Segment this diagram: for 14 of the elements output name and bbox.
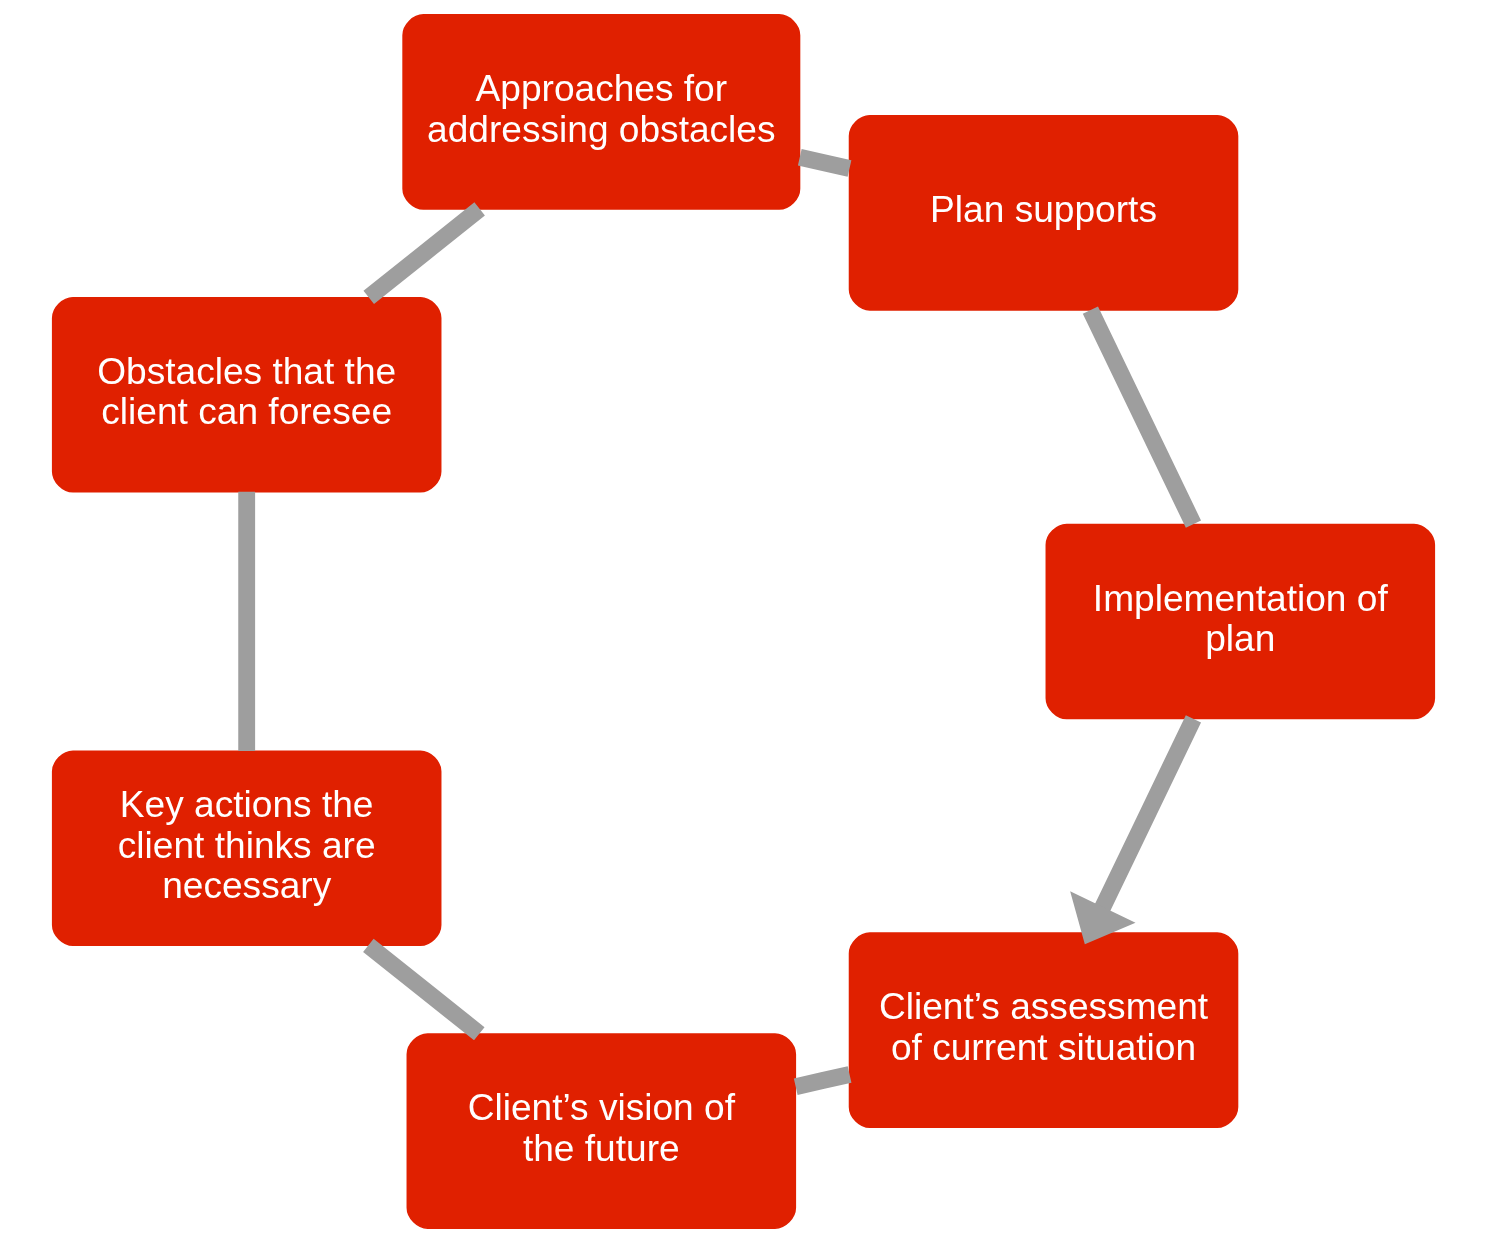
connector: [1082, 306, 1202, 528]
connector: [363, 938, 485, 1041]
connector: [238, 491, 256, 751]
arrow: [1070, 715, 1202, 945]
node-box: Plan supports: [848, 115, 1239, 311]
connector: [797, 149, 852, 177]
node-box: Implementation of plan: [1045, 523, 1436, 720]
node-box: Obstacles that the client can foresee: [51, 296, 442, 493]
node-box: Client’s vision of the future: [406, 1033, 797, 1229]
connector: [363, 202, 485, 304]
connector: [793, 1066, 852, 1095]
node-box: Key actions the client thinks are necessary: [51, 750, 442, 947]
node-box: Approaches for addressing obstacles: [402, 14, 801, 210]
node-box: Client’s assessment of current situation: [848, 932, 1239, 1128]
